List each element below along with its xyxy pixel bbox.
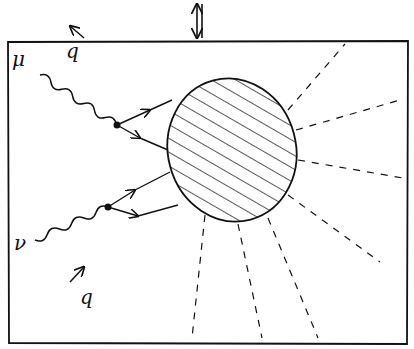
momentum-label: q [80,286,93,308]
momentum-label: q [66,40,79,62]
index-label: ν [14,232,26,254]
quark-lines [108,100,178,216]
hadron-blob [152,64,313,236]
index-label: μ [12,48,25,70]
frame [8,41,408,344]
photon-line [35,206,108,241]
photon-line [40,75,116,125]
momentum-arrow [70,26,84,38]
momentum-arrow [70,267,84,282]
double-arrow [197,4,202,38]
